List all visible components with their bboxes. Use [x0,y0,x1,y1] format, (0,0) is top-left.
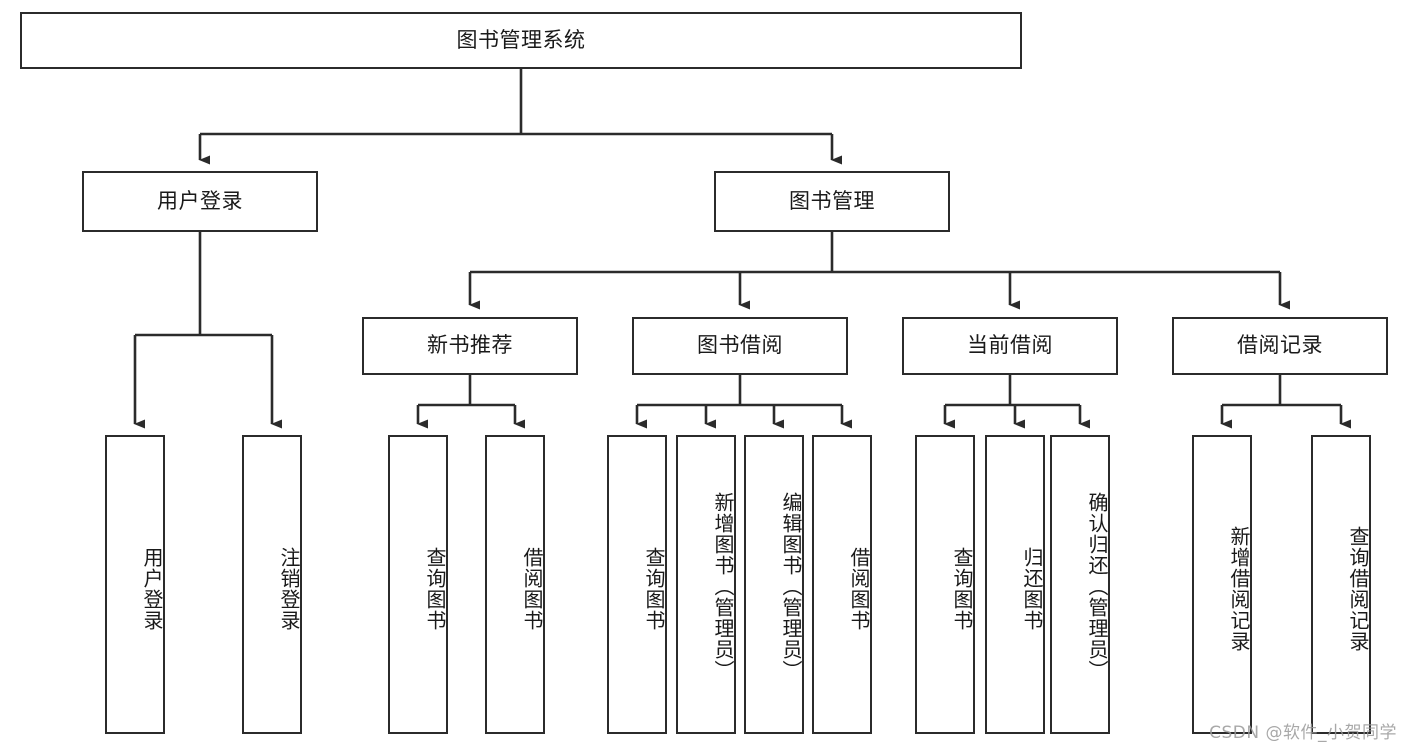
leaf-book-borrow-add[interactable]: 新增图书（管理员） [676,435,736,734]
leaf-current-borrow-confirm-return[interactable]: 确认归还（管理员） [1050,435,1110,734]
leaf-current-borrow-return[interactable]: 归还图书 [985,435,1045,734]
node-book-management[interactable]: 图书管理 [714,171,950,232]
node-new-book-recommend[interactable]: 新书推荐 [362,317,578,375]
leaf-user-login-signout[interactable]: 注销登录 [242,435,302,734]
node-root-system[interactable]: 图书管理系统 [20,12,1022,69]
node-user-login[interactable]: 用户登录 [82,171,318,232]
leaf-book-borrow-edit[interactable]: 编辑图书（管理员） [744,435,804,734]
leaf-book-borrow-lend[interactable]: 借阅图书 [812,435,872,734]
leaf-borrow-record-add[interactable]: 新增借阅记录 [1192,435,1252,734]
csdn-watermark: CSDN @软件_小贺同学 [1209,723,1397,743]
leaf-new-book-query[interactable]: 查询图书 [388,435,448,734]
leaf-current-borrow-query[interactable]: 查询图书 [915,435,975,734]
node-borrow-record[interactable]: 借阅记录 [1172,317,1388,375]
leaf-new-book-borrow[interactable]: 借阅图书 [485,435,545,734]
leaf-borrow-record-query[interactable]: 查询借阅记录 [1311,435,1371,734]
leaf-book-borrow-query[interactable]: 查询图书 [607,435,667,734]
node-book-borrow[interactable]: 图书借阅 [632,317,848,375]
node-current-borrow[interactable]: 当前借阅 [902,317,1118,375]
leaf-user-login-signin[interactable]: 用户登录 [105,435,165,734]
